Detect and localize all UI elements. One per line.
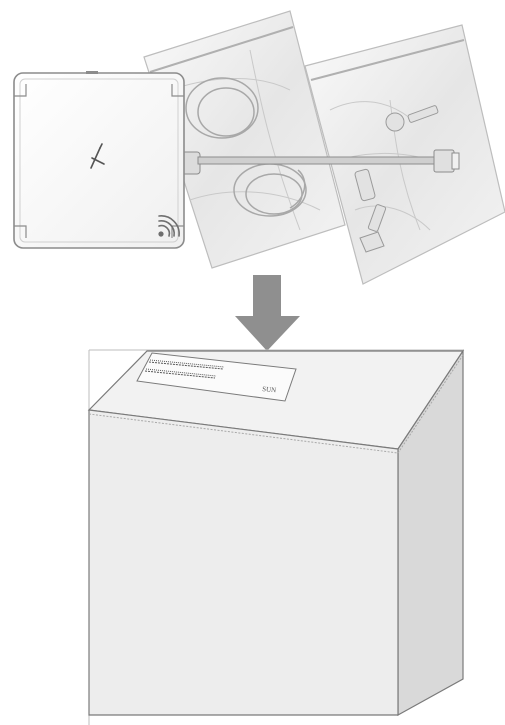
- down-arrow: [235, 275, 300, 351]
- shipping-box: SUN: [89, 350, 463, 725]
- accessory-bag-right: [305, 25, 505, 284]
- box-label-text: SUN: [262, 385, 277, 394]
- reader-device: [14, 71, 184, 248]
